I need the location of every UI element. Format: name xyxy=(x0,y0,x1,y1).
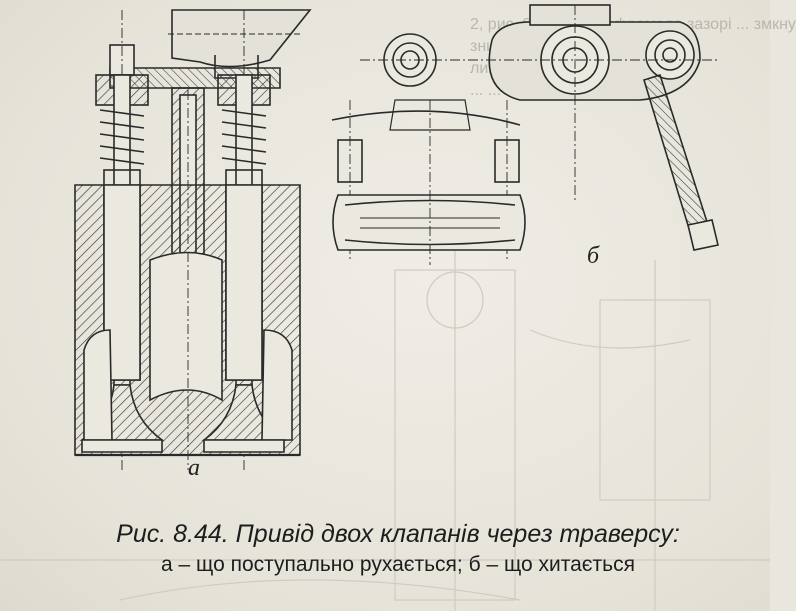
label-b: б xyxy=(587,243,600,269)
caption-subtitle: а – що поступально рухається; б – що хит… xyxy=(161,553,635,576)
faded-background-sketch xyxy=(0,250,770,611)
figure-caption: Рис. 8.44. Привід двох клапанів через тр… xyxy=(0,518,770,580)
view-a-sliding-traverse xyxy=(74,9,312,470)
left-port xyxy=(83,329,113,441)
view-b-rocking-traverse xyxy=(331,4,720,265)
pushrod xyxy=(643,73,719,251)
traverse-plate xyxy=(332,194,526,251)
caption-title: Рис. 8.44. Привід двох клапанів через тр… xyxy=(116,520,680,548)
label-a: а xyxy=(188,455,200,481)
valve-drive-drawing xyxy=(0,4,770,611)
right-pivot xyxy=(645,30,695,80)
rocker-arm xyxy=(171,9,312,68)
right-port xyxy=(261,329,293,441)
